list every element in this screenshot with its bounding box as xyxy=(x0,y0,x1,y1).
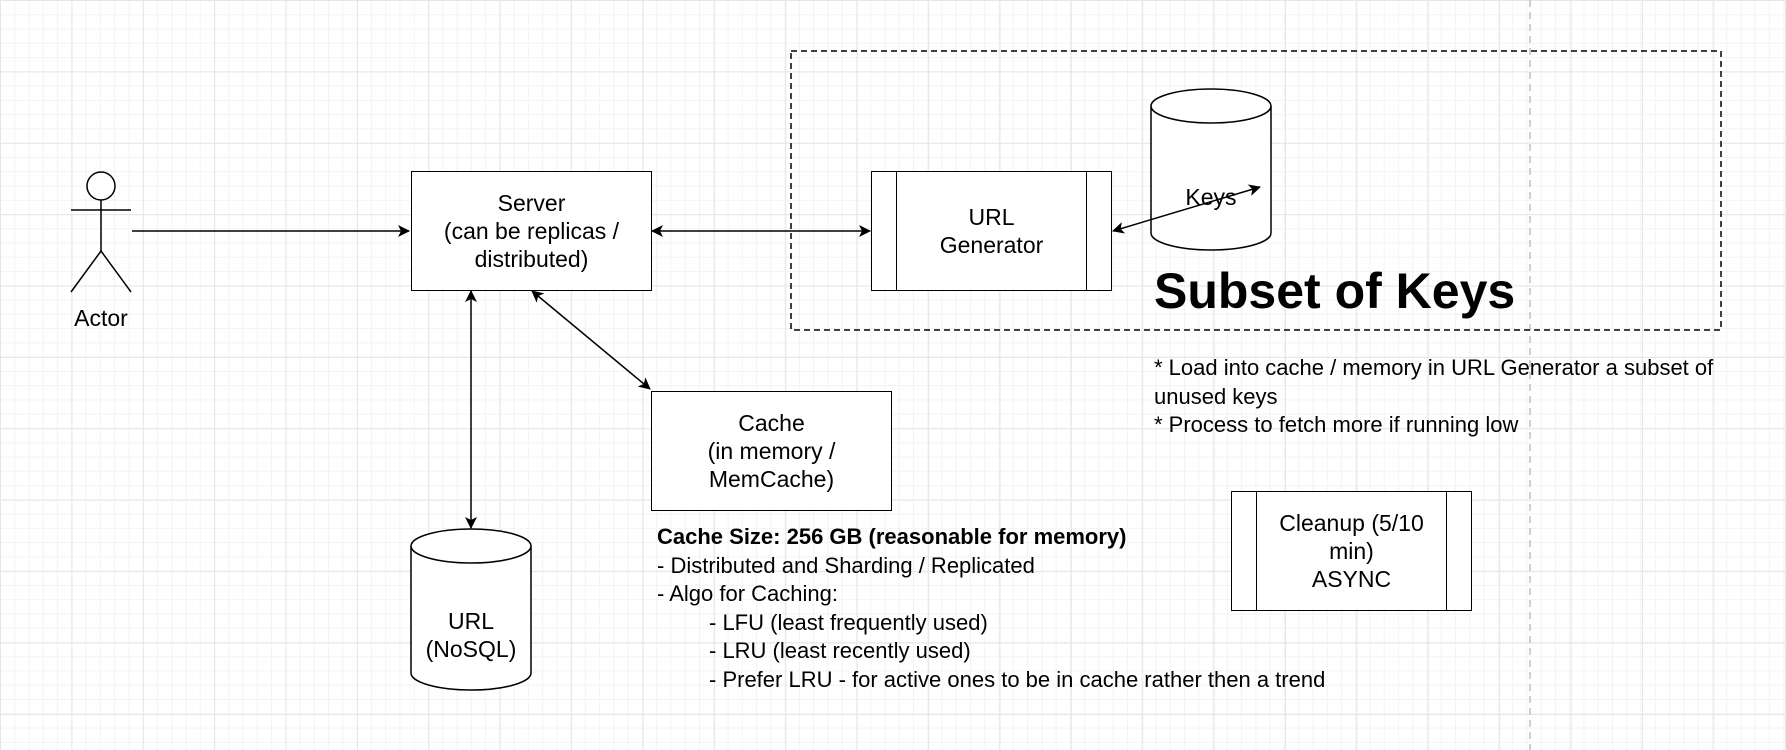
cache-notes: Cache Size: 256 GB (reasonable for memor… xyxy=(657,523,1325,694)
server-label-line: (can be replicas / xyxy=(443,218,620,244)
subset-of-keys-title: Subset of Keys xyxy=(1154,263,1516,319)
subset-note-line: * Process to fetch more if running low xyxy=(1154,412,1519,437)
subset-notes: * Load into cache / memory in URL Genera… xyxy=(1154,354,1713,440)
actor-figure[interactable] xyxy=(70,171,132,293)
url-nosql-label-line: URL xyxy=(447,608,494,634)
cache-notes-line: - Distributed and Sharding / Replicated xyxy=(657,552,1035,578)
subset-note-line: * Load into cache / memory in URL Genera… xyxy=(1154,355,1714,380)
keys-label: Keys xyxy=(1185,184,1237,210)
cache-label-line: (in memory / xyxy=(707,438,836,464)
cache-notes-subitem: - LRU (least recently used) xyxy=(709,638,971,663)
server-label-line: distributed) xyxy=(474,246,589,272)
cache-notes-subitem: - LFU (least frequently used) xyxy=(709,609,988,635)
cache-notes-subitem: - Prefer LRU - for active ones to be in … xyxy=(709,666,1326,692)
url-nosql-label-line: (NoSQL) xyxy=(425,636,517,662)
url-nosql-label: URL (NoSQL) xyxy=(411,605,531,665)
cache-label-line: MemCache) xyxy=(708,466,835,492)
cleanup-node[interactable]: Cleanup (5/10 min) ASYNC xyxy=(1231,491,1472,611)
server-label-line: Server xyxy=(497,190,566,216)
url-generator-label-line: URL xyxy=(968,204,1015,230)
url-generator-node[interactable]: URL Generator xyxy=(871,171,1112,291)
cleanup-label-line: Cleanup (5/10 xyxy=(1279,510,1424,536)
edge-server-to-cache[interactable] xyxy=(531,290,651,390)
subset-note-line: unused keys xyxy=(1154,383,1278,409)
cache-notes-line: - Algo for Caching: xyxy=(657,581,838,606)
actor-label: Actor xyxy=(74,305,128,331)
cleanup-label-line: min) xyxy=(1329,538,1374,564)
cache-notes-heading: Cache Size: 256 GB (reasonable for memor… xyxy=(657,524,1127,549)
edge-url-generator-to-keys[interactable] xyxy=(1112,184,1261,234)
url-nosql-cylinder[interactable] xyxy=(410,528,532,691)
cache-label-line: Cache xyxy=(738,410,805,436)
server-node[interactable]: Server (can be replicas / distributed) xyxy=(411,171,652,291)
url-generator-label-line: Generator xyxy=(939,232,1044,258)
cache-node[interactable]: Cache (in memory / MemCache) xyxy=(651,391,892,511)
keys-cylinder[interactable] xyxy=(1150,88,1272,251)
cleanup-label-line: ASYNC xyxy=(1311,566,1392,592)
subset-of-keys-group[interactable] xyxy=(790,50,1722,331)
